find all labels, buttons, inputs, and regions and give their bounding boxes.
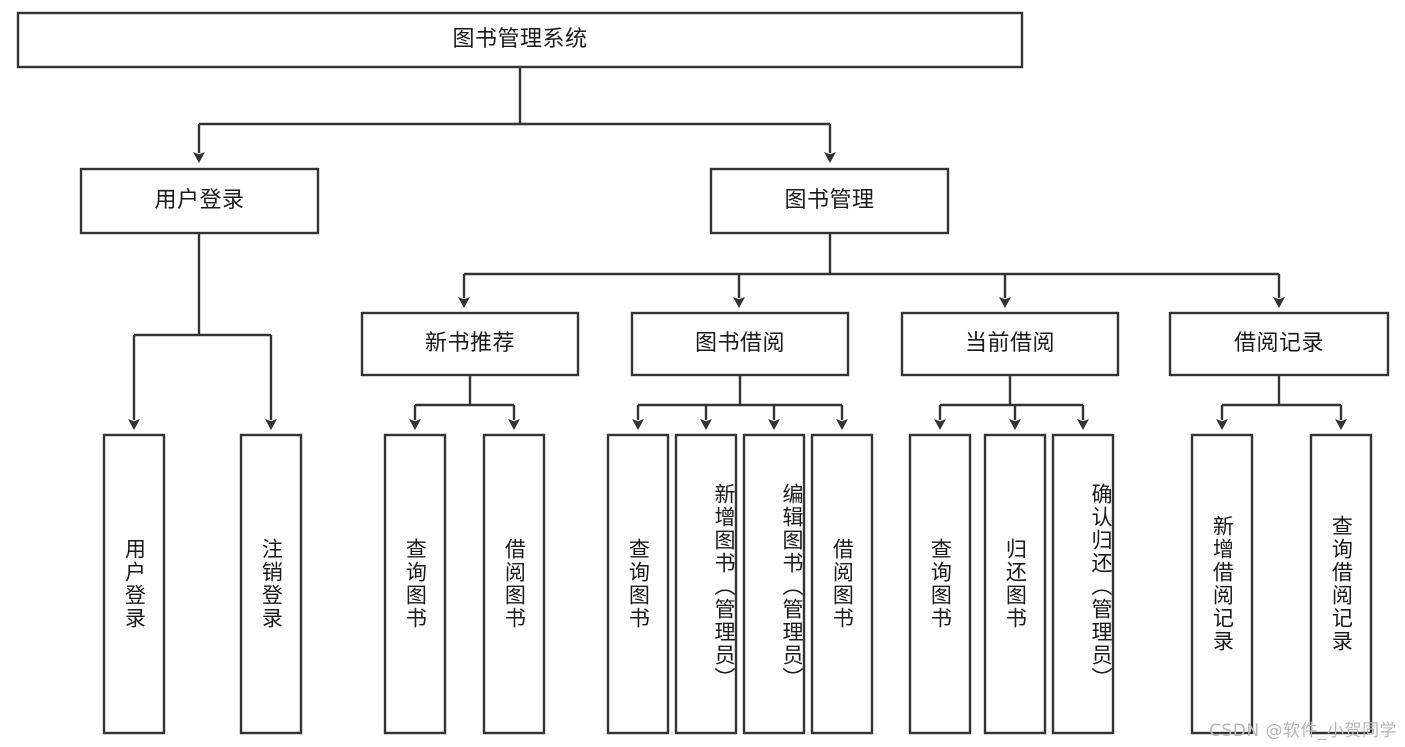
leaf-box-query-book-bb[interactable] — [606, 433, 670, 735]
leaf-box-edit-book-admin[interactable] — [742, 433, 806, 735]
leaf-box-logout-login[interactable] — [239, 433, 303, 735]
leaf-box-borrow-book-bb[interactable] — [810, 433, 874, 735]
leaf-box-add-book-admin[interactable] — [674, 433, 738, 735]
watermark-text: CSDN @软件_小贺同学 — [1209, 721, 1397, 741]
leaf-box-query-book-nbr[interactable] — [383, 433, 447, 735]
leaf-box-query-borrow-record[interactable] — [1309, 433, 1373, 735]
node-root-box[interactable] — [16, 11, 1024, 69]
leaf-box-confirm-return-admin[interactable] — [1051, 433, 1115, 735]
node-new-book-rec-box[interactable] — [360, 311, 580, 377]
leaf-box-user-login[interactable] — [102, 433, 166, 735]
leaf-box-add-borrow-record[interactable] — [1190, 433, 1254, 735]
leaf-box-query-book-cb[interactable] — [908, 433, 972, 735]
node-book-borrow-box[interactable] — [630, 311, 850, 377]
node-user-login-box[interactable] — [79, 167, 320, 235]
node-borrow-record-box[interactable] — [1168, 311, 1390, 377]
node-book-management-box[interactable] — [709, 167, 950, 235]
node-current-borrow-box[interactable] — [900, 311, 1120, 377]
leaf-box-return-book[interactable] — [983, 433, 1047, 735]
leaf-box-borrow-book-nbr[interactable] — [482, 433, 546, 735]
